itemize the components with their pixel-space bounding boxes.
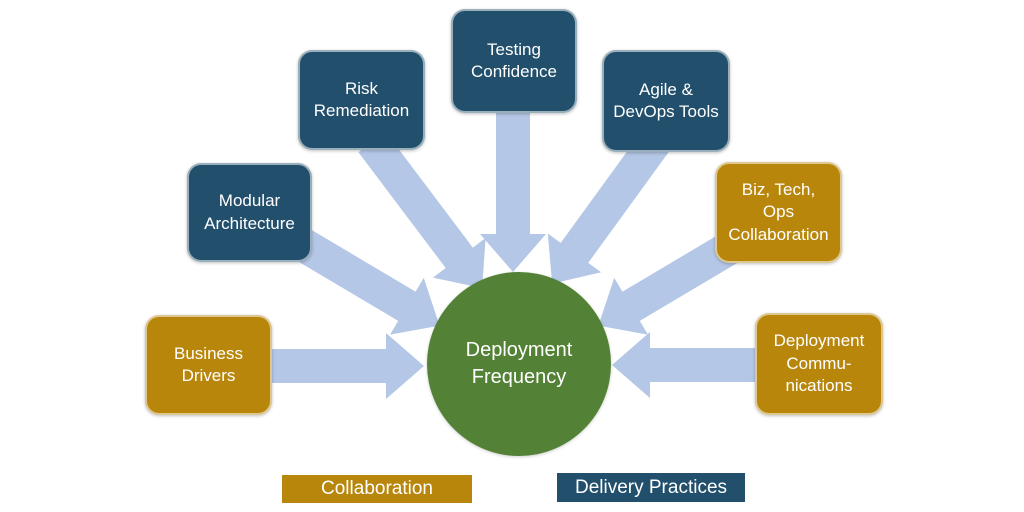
node-business-drivers-label: Business Drivers [174, 343, 243, 385]
arrow-business-drivers-shape [270, 333, 424, 399]
arrow-risk-remediation-to-center [358, 131, 486, 289]
node-business-drivers: Business Drivers [145, 315, 272, 415]
node-modular-architecture: Modular Architecture [187, 163, 312, 262]
legend-collaboration: Collaboration [282, 475, 472, 503]
node-deployment-communications-label: Deployment Commu- nications [773, 331, 865, 396]
node-biz-tech-ops-collaboration: Biz, Tech, Ops Collaboration [715, 162, 842, 263]
arrow-deployment-communications-to-center [612, 332, 757, 398]
arrow-deployment-communications-shape [612, 332, 757, 398]
arrow-agile-devops-to-center [547, 132, 669, 284]
node-risk-remediation-label: Risk Remediation [313, 78, 410, 120]
node-agile-devops-tools-label: Agile & DevOps Tools [613, 79, 719, 121]
node-risk-remediation: Risk Remediation [298, 50, 425, 150]
arrow-agile-devops-shape [547, 132, 669, 284]
arrow-testing-confidence-shape [480, 110, 546, 272]
legend-delivery-practices-label: Delivery Practices [574, 476, 728, 498]
arrow-risk-remediation-shape [358, 131, 486, 289]
node-testing-confidence: Testing Confidence [451, 9, 577, 113]
node-deployment-communications: Deployment Commu- nications [755, 313, 883, 415]
node-modular-architecture-label: Modular Architecture [204, 191, 295, 233]
node-testing-confidence-label: Testing Confidence [470, 39, 557, 81]
arrow-biz-tech-ops-to-center [598, 229, 745, 335]
arrow-modular-architecture-shape [293, 229, 440, 335]
arrow-testing-confidence-to-center [480, 110, 546, 272]
node-biz-tech-ops-collaboration-label: Biz, Tech, Ops Collaboration [728, 179, 829, 244]
arrow-modular-architecture-to-center [293, 229, 440, 335]
arrow-biz-tech-ops-shape [598, 229, 745, 335]
arrow-business-drivers-to-center [270, 333, 424, 399]
legend-collaboration-label: Collaboration [321, 478, 433, 499]
center-node-deployment-frequency: Deployment Frequency [427, 272, 611, 456]
center-node-label: Deployment Frequency [465, 339, 573, 388]
node-agile-devops-tools: Agile & DevOps Tools [602, 50, 730, 152]
legend-delivery-practices: Delivery Practices [557, 473, 745, 502]
